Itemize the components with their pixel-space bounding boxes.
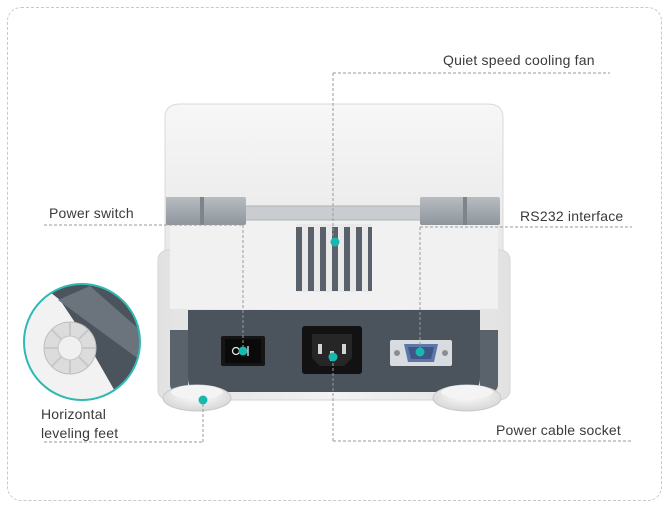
callout-power-switch: Power switch	[49, 205, 134, 221]
hinge-bar	[166, 197, 500, 225]
leader-lines	[44, 72, 632, 443]
socket-dot	[328, 352, 338, 362]
power-cable-socket	[302, 326, 362, 374]
callout-power-socket: Power cable socket	[496, 422, 621, 438]
callout-leveling-feet-line2: leveling feet	[41, 425, 119, 441]
rs232-dot	[415, 347, 425, 357]
dashed-border-frame	[7, 7, 662, 501]
callout-cooling-fan: Quiet speed cooling fan	[443, 52, 595, 68]
foot-zoom-inset	[23, 283, 141, 401]
switch-dot	[238, 346, 248, 356]
fan-dot	[330, 237, 340, 247]
leveling-foot-right	[432, 384, 502, 412]
leveling-foot-left	[162, 384, 232, 412]
callout-rs232: RS232 interface	[520, 208, 624, 224]
callout-leveling-feet: Horizontal leveling feet	[41, 405, 161, 443]
callout-leveling-feet-line1: Horizontal	[41, 406, 107, 422]
callout-dots	[198, 237, 425, 405]
cooling-fan-vent	[296, 224, 372, 292]
feet-dot	[198, 395, 208, 405]
